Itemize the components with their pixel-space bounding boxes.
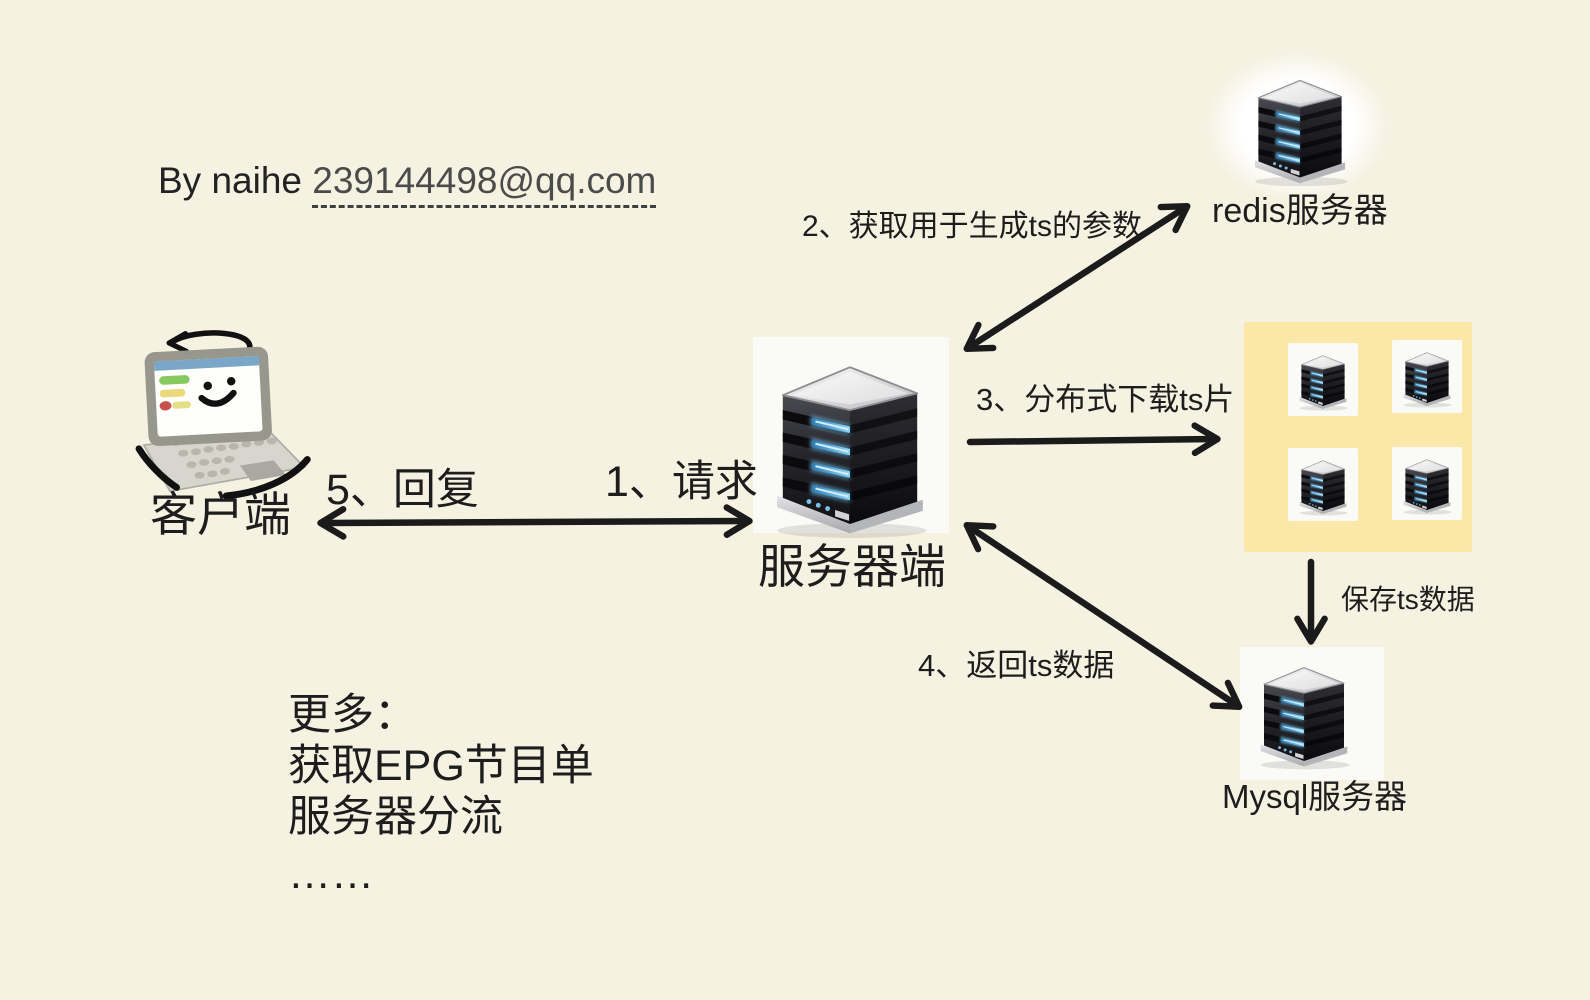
redis-server-icon xyxy=(1248,64,1352,187)
arrow-distributed-download-label: 3、分布式下载ts片 xyxy=(976,382,1235,417)
laptop-smiley xyxy=(198,376,237,407)
cluster-box xyxy=(1244,322,1472,552)
more-notes-line: 服务器分流 xyxy=(288,793,503,841)
more-notes-line: 获取EPG节目单 xyxy=(288,742,594,790)
arrow-return-ts-label: 4、返回ts数据 xyxy=(918,648,1115,683)
laptop-trackpad xyxy=(239,460,287,482)
mysql-label: Mysql服务器 xyxy=(1222,778,1408,815)
more-notes: 更多： 获取EPG节目单 服务器分流 …… xyxy=(288,690,594,900)
client-label: 客户端 xyxy=(150,488,291,541)
redis-label: redis服务器 xyxy=(1212,192,1388,230)
refresh-loop-arrow xyxy=(166,330,253,356)
mysql-server-icon xyxy=(1254,652,1354,770)
credit-prefix: By naihe xyxy=(158,160,313,201)
credit-email: 239144498@qq.com xyxy=(312,160,657,208)
arrow-redis-params-label: 2、获取用于生成ts的参数 xyxy=(802,210,1143,243)
credit-text: By naihe 239144498@qq.com xyxy=(158,160,657,208)
cluster-server-icon xyxy=(1296,452,1350,516)
laptop-screen xyxy=(144,346,272,447)
more-notes-line: 更多： xyxy=(288,691,417,739)
more-notes-line: …… xyxy=(288,850,374,898)
arrow-request-label: 1、请求 xyxy=(605,458,758,506)
cluster-server-icon xyxy=(1296,347,1350,411)
arrow-distributed-download xyxy=(966,422,1221,457)
cluster-server-icon xyxy=(1400,451,1454,515)
arrow-save-ts-label: 保存ts数据 xyxy=(1341,584,1475,615)
server-icon xyxy=(766,341,934,539)
arrow-reply-label: 5、回复 xyxy=(326,466,479,514)
server-label: 服务器端 xyxy=(758,540,946,593)
client-laptop-icon xyxy=(135,330,311,500)
arrow-request-reply xyxy=(317,504,753,540)
cluster-server-icon xyxy=(1400,344,1454,408)
